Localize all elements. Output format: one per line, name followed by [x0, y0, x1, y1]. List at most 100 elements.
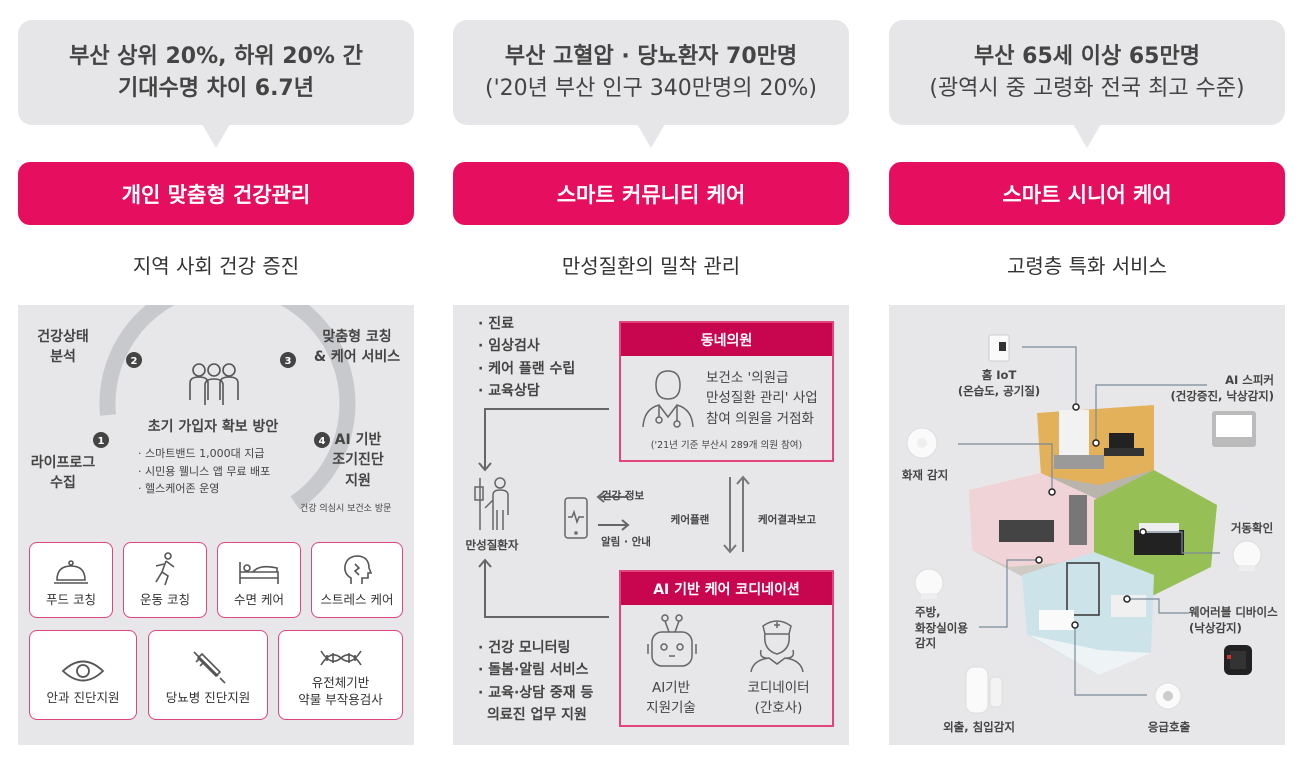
center-title: 초기 가입자 확보 방안 — [147, 419, 279, 435]
kitchen-sensor-icon — [914, 568, 944, 599]
sensor-points — [1035, 403, 1147, 629]
card-eye-diagnosis: 안과 진단지원 — [29, 630, 137, 720]
arrow-care-report — [736, 475, 750, 552]
step-3-label: 맞춤형 코칭& 케어 서비스 — [313, 329, 401, 366]
category-subtitle: 만성질환의 밀착 관리 — [561, 254, 741, 278]
list-item: · 교육상담 — [478, 383, 540, 400]
category-pill: 스마트 커뮤니티 케어 — [453, 162, 849, 225]
health-info-label: 건강 정보 — [601, 490, 645, 502]
card-exercise-coaching: 운동 코칭 — [123, 542, 207, 618]
step-4-marker — [314, 432, 330, 448]
bubble-text: (광역시 중 고령화 전국 최고 수준) — [929, 75, 1245, 101]
ai-speaker-icon — [1212, 411, 1256, 447]
ai-coordination-title: AI 기반 케어 코디네이션 — [621, 572, 832, 605]
emergency-label: 응급호출 — [1147, 720, 1191, 734]
clinic-note: ('21년 기준 부산시 289개 의원 참여) — [650, 440, 803, 451]
list-item: · 케어 플랜 수립 — [478, 360, 576, 377]
list-item: 의료진 업무 지원 — [487, 707, 587, 724]
list-item: · 돌봄·알림 서비스 — [478, 662, 589, 679]
senior-care-panel: 홈 IoT(온습도, 공기질) AI 스피커(건강증진, 낙상감지) 화재 감지… — [889, 305, 1285, 745]
fire-sensor-icon — [906, 427, 938, 459]
house-cutaway — [969, 405, 1217, 675]
smart-home-illustration — [906, 334, 1262, 714]
card-diabetes-diagnosis: 당뇨병 진단지원 — [148, 630, 268, 720]
arrow-ai-to-patient — [478, 558, 609, 618]
category-subtitle: 고령층 특화 서비스 — [1007, 254, 1167, 278]
ai-speaker-label: AI 스피커(건강증진, 낙상감지) — [1170, 373, 1274, 403]
center-list-item: · 스마트밴드 1,000대 지급 — [138, 447, 265, 460]
people-group-icon — [189, 363, 239, 405]
patient-label: 만성질환자 — [465, 538, 519, 552]
emergency-button-icon — [1154, 682, 1182, 710]
head-stress-icon — [344, 555, 373, 585]
step-4-note: 건강 의심시 보건소 방문 — [300, 504, 392, 514]
motion-sensor-icon — [1232, 540, 1262, 571]
home-iot-sensor-icon — [988, 334, 1010, 362]
robot-icon — [647, 614, 697, 667]
step-2-marker — [126, 352, 142, 368]
arrow-care-plan — [723, 477, 737, 554]
local-clinic-title: 동네의원 — [621, 323, 832, 356]
ai-services-list: · 건강 모니터링 · 돌봄·알림 서비스 · 교육·상담 중재 등 의료진 업… — [478, 637, 593, 727]
clinic-services-list: · 진료 · 임상검사 · 케어 플랜 수립 · 교육상담 — [478, 313, 575, 403]
door-sensor-label: 외출, 침입감지 — [943, 720, 1015, 734]
door-sensor-icon — [965, 666, 1003, 714]
step-3-marker — [280, 352, 296, 368]
wearable-watch-icon — [1224, 645, 1252, 675]
bubble-pointer — [1073, 124, 1101, 148]
step-number: 1 — [98, 436, 105, 447]
step-1-marker — [93, 432, 109, 448]
wearable-label: 웨어러블 디바이스(낙상감지) — [1189, 605, 1278, 635]
category-subtitle: 지역 사회 건강 증진 — [132, 254, 300, 278]
smartphone-icon — [564, 497, 588, 539]
syringe-icon — [193, 651, 226, 684]
bubble-pointer — [637, 124, 665, 148]
bubble-text: 부산 상위 20%, 하위 20% 간 — [69, 43, 363, 69]
patient-iv-icon — [474, 477, 509, 530]
process-arc: 1 2 3 4 — [93, 305, 356, 510]
center-list-item: · 헬스케어존 운영 — [138, 482, 220, 496]
card-stress-care: 스트레스 케어 — [311, 542, 403, 618]
card-food-coaching: 푸드 코칭 — [29, 542, 113, 618]
care-plan-label: 케어플랜 — [670, 514, 710, 526]
card-sleep-care: 수면 케어 — [217, 542, 301, 618]
alert-label: 알림 · 안내 — [601, 536, 651, 548]
stat-bubble: 부산 65세 이상 65만명(광역시 중 고령화 전국 최고 수준) — [889, 20, 1285, 125]
arrow-clinic-to-patient — [478, 408, 609, 472]
food-cloche-icon — [54, 560, 88, 584]
list-item: · 진료 — [478, 316, 514, 332]
step-number: 4 — [319, 436, 326, 447]
center-list: · 스마트밴드 1,000대 지급 · 시민용 웰니스 앱 무료 배포 · 헬스… — [138, 445, 270, 498]
list-item: · 교육·상담 중재 등 — [478, 684, 594, 701]
bubble-pointer — [202, 124, 230, 148]
arrow-alert — [598, 519, 630, 531]
running-person-icon — [155, 552, 175, 586]
motion-sensor-label: 거동확인 — [1230, 521, 1274, 535]
coordinator-label: 코디네이터(간호사) — [747, 680, 810, 716]
bed-icon — [239, 562, 279, 585]
category-pill: 스마트 시니어 케어 — [889, 162, 1285, 225]
flow-arrows — [474, 408, 750, 618]
nurse-icon — [750, 620, 804, 673]
fire-sensor-label: 화재 감지 — [901, 468, 949, 482]
list-item: · 임상검사 — [478, 338, 540, 355]
bubble-text: ('20년 부산 인구 340만명의 20%) — [485, 75, 817, 101]
eye-icon — [61, 660, 105, 682]
bubble-text: 부산 고혈압 · 당뇨환자 70만명 — [504, 43, 798, 69]
care-report-label: 케어결과보고 — [758, 514, 816, 526]
stat-bubble: 부산 고혈압 · 당뇨환자 70만명 ('20년 부산 인구 340만명의 20%… — [453, 20, 849, 125]
dna-icon — [319, 650, 362, 666]
device-callout-lines — [958, 346, 1220, 696]
step-number: 2 — [131, 356, 138, 367]
